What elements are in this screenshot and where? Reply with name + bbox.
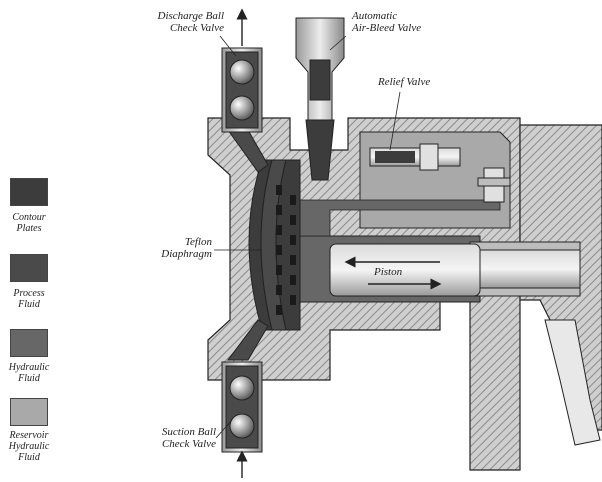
suction-channel <box>227 319 269 361</box>
relief-valve <box>369 143 461 171</box>
legend-label-reservoir-fluid: Reservoir Hydraulic Fluid <box>8 430 50 463</box>
legend-swatch-reservoir-fluid <box>10 398 48 426</box>
callout-teflon-diaphragm: Teflon Diaphragm <box>161 236 212 260</box>
callout-leaders <box>214 35 401 439</box>
contour-plate-holes <box>276 185 296 315</box>
callout-discharge-ball-check-valve: Discharge Ball Check Valve <box>157 10 225 34</box>
callout-suction-ball-check-valve: Suction Ball Check Valve <box>161 426 216 450</box>
legend-label-hydraulic-fluid: Hydraulic Fluid <box>8 362 50 384</box>
legend-label-contour-plates: Contour Plates <box>12 212 46 234</box>
piston-rod <box>477 249 581 289</box>
callout-piston: Piston <box>374 266 403 278</box>
piston <box>329 243 481 297</box>
suction-ball-check-valve <box>221 361 263 453</box>
automatic-air-bleed-valve <box>295 17 345 181</box>
legend-label-process-fluid: Process Fluid <box>13 288 45 310</box>
adjustment-valve <box>477 167 511 203</box>
callout-automatic-air-bleed-valve: Automatic Air-Bleed Valve <box>352 10 422 34</box>
callout-relief-valve: Relief Valve <box>378 76 431 88</box>
legend-swatch-hydraulic-fluid <box>10 329 48 357</box>
legend: Contour Plates Process Fluid Hydraulic F… <box>0 0 70 482</box>
legend-swatch-contour-plates <box>10 178 48 206</box>
discharge-ball-check-valve <box>221 47 263 133</box>
legend-swatch-process-fluid <box>10 254 48 282</box>
